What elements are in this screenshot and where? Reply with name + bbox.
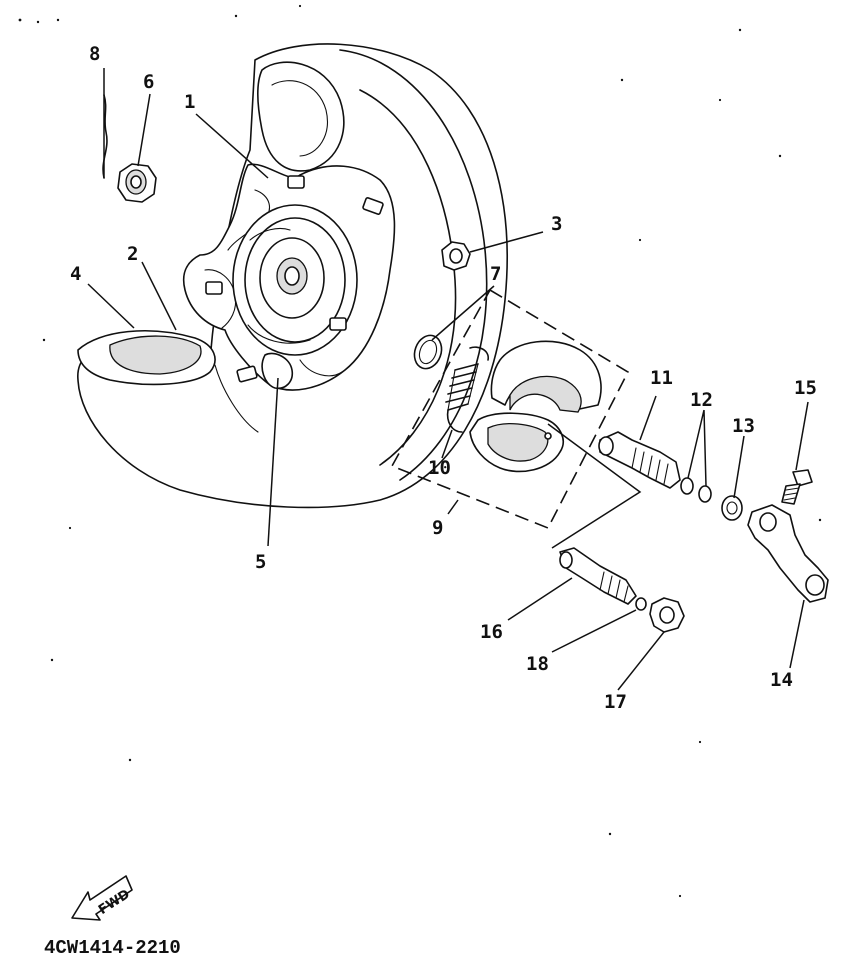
callout-17: 17 [604, 691, 627, 713]
part-9-brake-shoe-box [390, 288, 630, 530]
diagram-code: 4CW1414-2210 [44, 937, 181, 959]
part-17-nut [649, 597, 685, 633]
brake-shoes [469, 340, 602, 473]
callout-13: 13 [732, 415, 755, 437]
wheel-studs [205, 175, 384, 383]
leader-lines [87, 68, 809, 691]
part-6-nut [117, 163, 157, 203]
callout-4: 4 [70, 263, 81, 285]
callout-8: 8 [89, 43, 100, 65]
fwd-arrow-icon: FWD [71, 875, 133, 921]
part-18-o-ring [635, 597, 647, 611]
part-7-o-ring [413, 334, 443, 370]
part-11-camshaft [598, 431, 681, 489]
part-14-cam-lever [747, 504, 829, 603]
part-12-washer-b [698, 485, 712, 503]
wheel-assembly [77, 43, 508, 509]
callout-18: 18 [526, 653, 549, 675]
callout-2: 2 [127, 243, 138, 265]
part-10-spring [445, 346, 489, 433]
part-16-shaft [559, 547, 637, 605]
callout-11: 11 [650, 367, 673, 389]
callout-labels: 8 6 1 2 4 3 7 11 12 15 13 10 9 5 16 18 1… [70, 43, 817, 713]
callout-16: 16 [480, 621, 503, 643]
callout-15: 15 [794, 377, 817, 399]
callout-9: 9 [432, 517, 443, 539]
part-12-washer-a [680, 477, 694, 495]
callout-5: 5 [255, 551, 266, 573]
part-3-nut [441, 241, 471, 271]
callout-12: 12 [690, 389, 713, 411]
callout-1: 1 [184, 91, 195, 113]
part-13-indicator-plate [721, 495, 743, 521]
callout-10: 10 [428, 457, 451, 479]
part-15-bolt [781, 469, 813, 505]
scan-specks [18, 4, 822, 898]
callout-3: 3 [551, 213, 562, 235]
callout-7: 7 [490, 263, 501, 285]
callout-6: 6 [143, 71, 154, 93]
callout-14: 14 [770, 669, 793, 691]
